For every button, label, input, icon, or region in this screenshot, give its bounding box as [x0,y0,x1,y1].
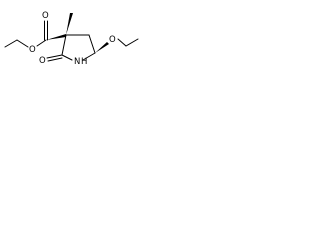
bond-ester-o-c [36,39,47,47]
atom-lactam-oxygen: O [39,56,46,66]
bond-wedge-ether [95,42,109,53]
bond-wedge-methyl [66,13,73,35]
atom-ester-carbonyl-oxygen: O [42,11,49,21]
atom-nitrogen: N [74,57,80,67]
bond-ring-c2-c3 [61,34,67,56]
bond-wedge-ester [46,34,66,40]
bond-ether-ch2-ch3 [125,38,139,47]
bond-lactam-carbonyl-2 [47,57,63,62]
atom-ester-oxygen: O [29,45,36,55]
atom-nitrogen-hydrogen: H [81,57,87,67]
bond-ether-o-ch2 [117,38,127,47]
bond-ring-n-c2 [61,54,73,61]
bond-ethyl-ch2-o [16,39,29,48]
bond-ring-c5-n [82,52,96,61]
bond-ethyl-ch3-ch2 [4,39,18,48]
bond-lactam-carbonyl-1 [46,54,63,59]
bond-ring-c4-c5 [88,34,96,54]
molecule-structure: O O O N H O [4,11,139,67]
atom-ether-oxygen: O [109,35,116,45]
